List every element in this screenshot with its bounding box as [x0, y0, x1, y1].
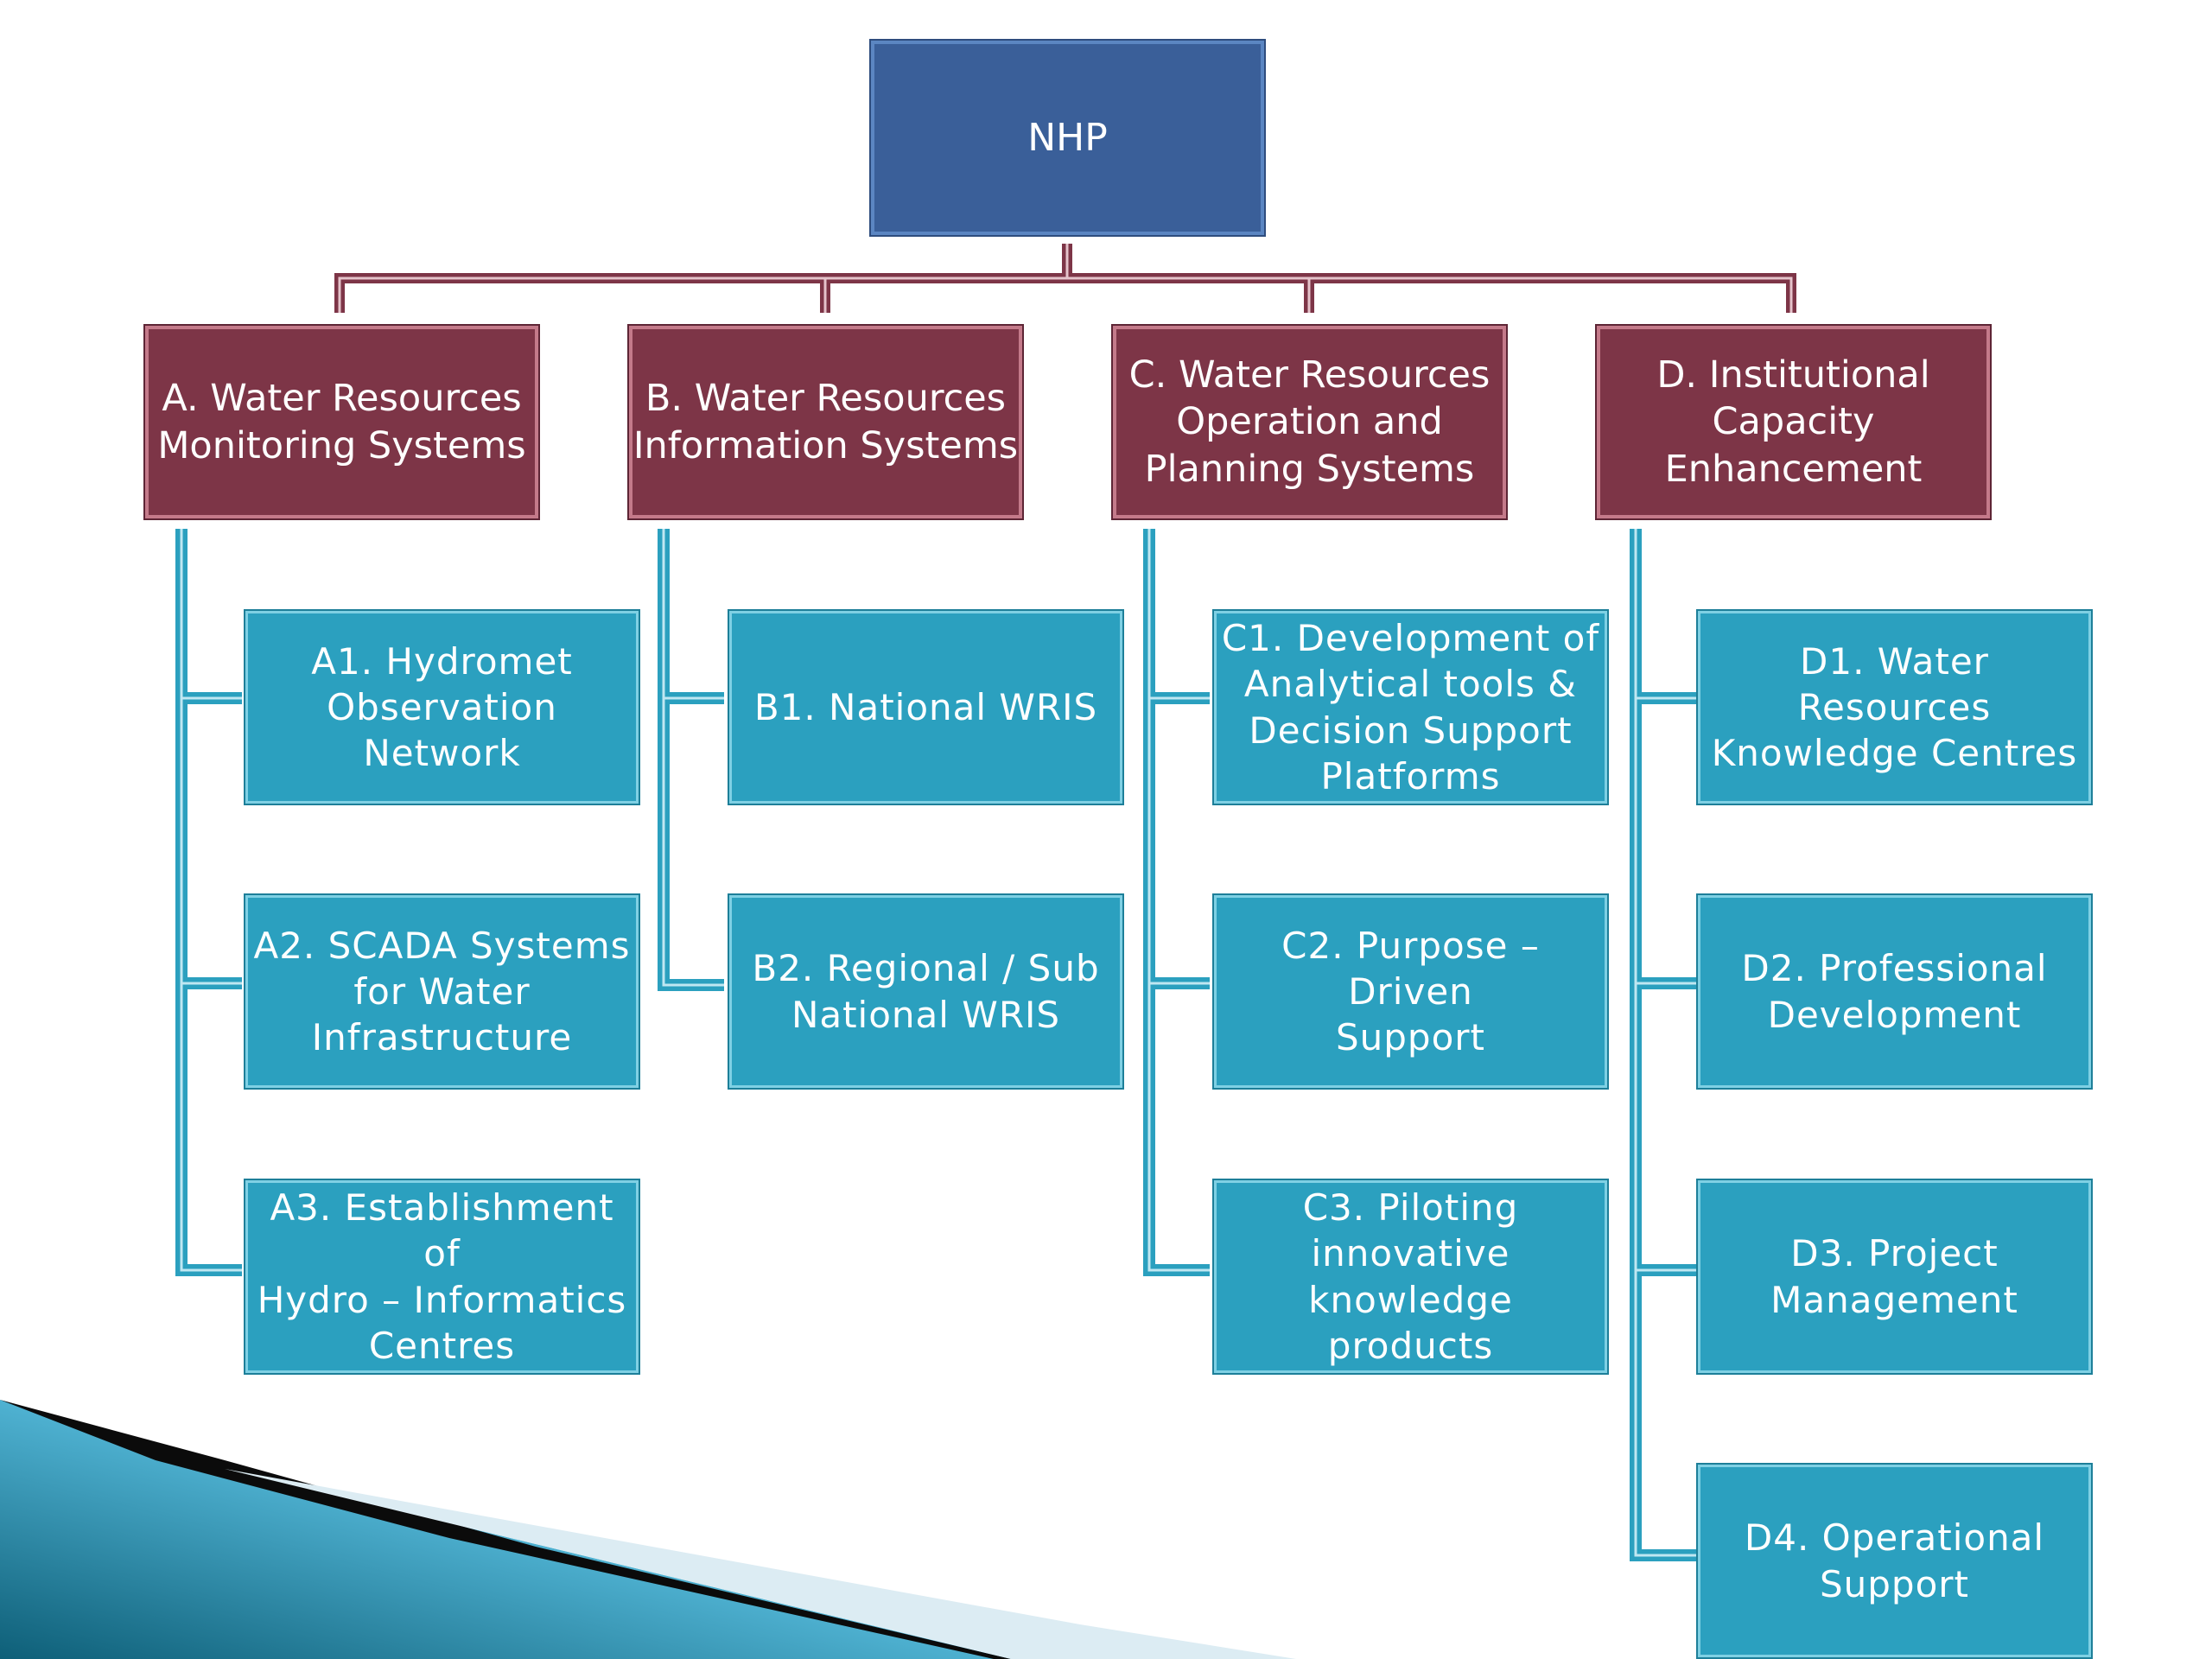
subcomponent-d1-node: D1. Water Resources Knowledge Centres: [1696, 609, 2093, 805]
d-subcomponent-connector-highlight: [1634, 529, 1696, 1557]
subcomponent-d3-label: D3. Project Management: [1770, 1232, 2018, 1321]
c-subcomponent-connector: [1143, 529, 1210, 1276]
subcomponent-a3-node: A3. Establishment of Hydro – Informatics…: [244, 1179, 640, 1375]
root-to-categories-connector-highlight: [338, 244, 1793, 313]
component-b-node: B. Water Resources Information Systems: [627, 324, 1024, 520]
component-a-node: A. Water Resources Monitoring Systems: [143, 324, 540, 520]
a-subcomponent-connector: [175, 529, 242, 1276]
subcomponent-b1-label: B1. National WRIS: [753, 685, 1098, 728]
subcomponent-c1-node: C1. Development of Analytical tools & De…: [1212, 609, 1609, 805]
subcomponent-b2-label: B2. Regional / Sub National WRIS: [752, 947, 1100, 1036]
subcomponent-a1-node: A1. Hydromet Observation Network: [244, 609, 640, 805]
component-b-label: B. Water Resources Information Systems: [632, 376, 1019, 467]
subcomponent-d2-label: D2. Professional Development: [1741, 947, 2048, 1036]
a-subcomponent-connector-highlight: [180, 529, 242, 1272]
subcomponent-c2-node: C2. Purpose – Driven Support: [1212, 893, 1609, 1090]
swoosh-blue-band: [0, 1400, 1011, 1659]
subcomponent-a3-label: A3. Establishment of Hydro – Informatics…: [257, 1185, 627, 1367]
nhp-root-node: NHP: [869, 39, 1266, 237]
subcomponent-c2-label: C2. Purpose – Driven Support: [1281, 924, 1540, 1059]
subcomponent-d1-label: D1. Water Resources Knowledge Centres: [1711, 639, 2078, 775]
subcomponent-d3-node: D3. Project Management: [1696, 1179, 2093, 1375]
b-subcomponent-connector: [658, 529, 724, 991]
subcomponent-d4-node: D4. Operational Support: [1696, 1463, 2093, 1659]
subcomponent-b2-node: B2. Regional / Sub National WRIS: [728, 893, 1124, 1090]
component-c-node: C. Water Resources Operation and Plannin…: [1111, 324, 1508, 520]
component-d-label: D. Institutional Capacity Enhancement: [1656, 353, 1930, 491]
subcomponent-c3-label: C3. Piloting innovative knowledge produc…: [1302, 1185, 1519, 1367]
subcomponent-d2-node: D2. Professional Development: [1696, 893, 2093, 1090]
subcomponent-b1-node: B1. National WRIS: [728, 609, 1124, 805]
subcomponent-a2-node: A2. SCADA Systems for Water Infrastructu…: [244, 893, 640, 1090]
component-a-label: A. Water Resources Monitoring Systems: [157, 376, 526, 467]
component-d-node: D. Institutional Capacity Enhancement: [1595, 324, 1992, 520]
d-subcomponent-connector: [1630, 529, 1696, 1561]
component-c-label: C. Water Resources Operation and Plannin…: [1128, 353, 1491, 491]
c-subcomponent-connector-highlight: [1147, 529, 1210, 1272]
subcomponent-c3-node: C3. Piloting innovative knowledge produc…: [1212, 1179, 1609, 1375]
subcomponent-c1-label: C1. Development of Analytical tools & De…: [1221, 616, 1600, 798]
b-subcomponent-connector-highlight: [662, 529, 724, 987]
subcomponent-a2-label: A2. SCADA Systems for Water Infrastructu…: [253, 924, 631, 1059]
subcomponent-a1-label: A1. Hydromet Observation Network: [311, 639, 573, 775]
subcomponent-d4-label: D4. Operational Support: [1744, 1516, 2045, 1605]
nhp-root-label: NHP: [1027, 115, 1108, 160]
